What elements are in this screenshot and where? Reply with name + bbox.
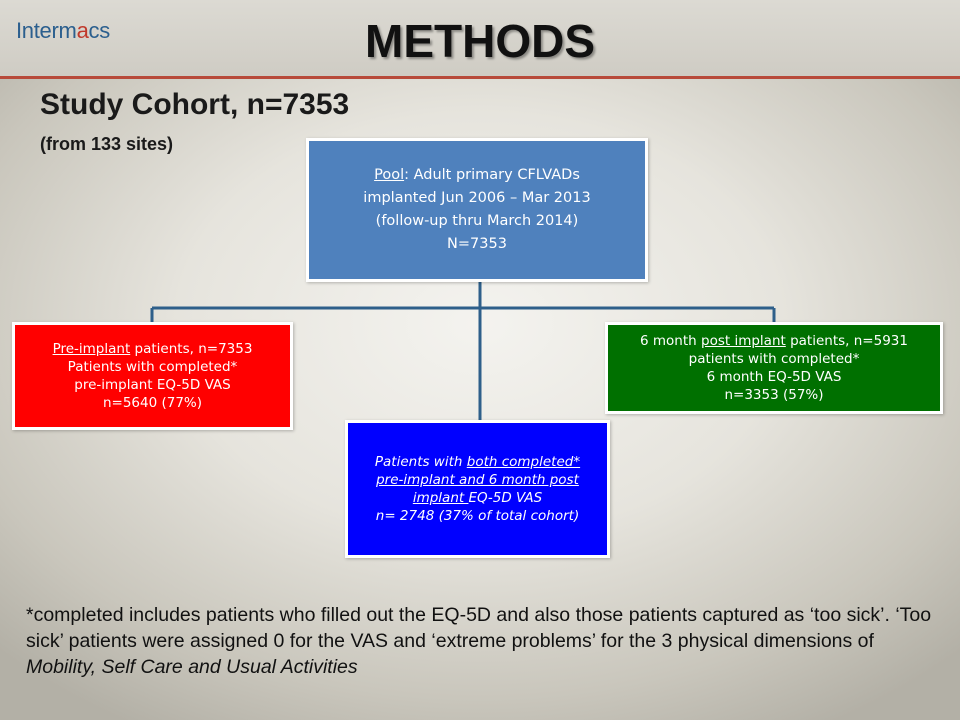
pre-implant-box: Pre-implant patients, n=7353 Patients wi… [12, 322, 293, 430]
both-completed-box: Patients with both completed* pre-implan… [345, 420, 610, 558]
post-line-4: n=3353 (57%) [724, 387, 824, 404]
footnote: *completed includes patients who filled … [26, 602, 946, 680]
footnote-italic: Mobility, Self Care and Usual Activities [26, 656, 358, 679]
both-line-2: pre-implant and 6 month post [376, 471, 579, 488]
post-implant-box: 6 month post implant patients, n=5931 pa… [605, 322, 943, 414]
pool-line-3: (follow-up thru March 2014) [375, 213, 579, 229]
post-line-1: 6 month post implant patients, n=5931 [640, 332, 908, 349]
post-line-3: 6 month EQ-5D VAS [706, 369, 842, 385]
pool-line-4: N=7353 [447, 236, 507, 253]
both-line-3: implant EQ-5D VAS [412, 490, 543, 506]
post-line-2: patients with completed* [688, 350, 860, 367]
pool-box: Pool: Adult primary CFLVADs implanted Ju… [306, 138, 648, 282]
sites-note: (from 133 sites) [40, 134, 174, 154]
pool-line-2: implanted Jun 2006 – Mar 2013 [363, 189, 591, 206]
pre-line-3: pre-implant EQ-5D VAS [74, 377, 231, 393]
slide-title: METHODS [365, 15, 595, 67]
both-line-1: Patients with both completed* [374, 453, 581, 470]
both-line-4: n= 2748 (37% of total cohort) [375, 508, 580, 525]
pre-line-2: Patients with completed* [67, 358, 238, 375]
pre-line-4: n=5640 (77%) [102, 395, 203, 412]
title-bar: Intermacs METHODS [0, 0, 960, 79]
pre-line-1: Pre-implant patients, n=7353 [52, 340, 253, 357]
cohort-heading: Study Cohort, n=7353 [40, 88, 350, 121]
intermacs-logo: Intermacs [16, 18, 110, 43]
footnote-text: *completed includes patients who filled … [26, 604, 932, 653]
pool-line-1: Pool: Adult primary CFLVADs [374, 166, 580, 183]
